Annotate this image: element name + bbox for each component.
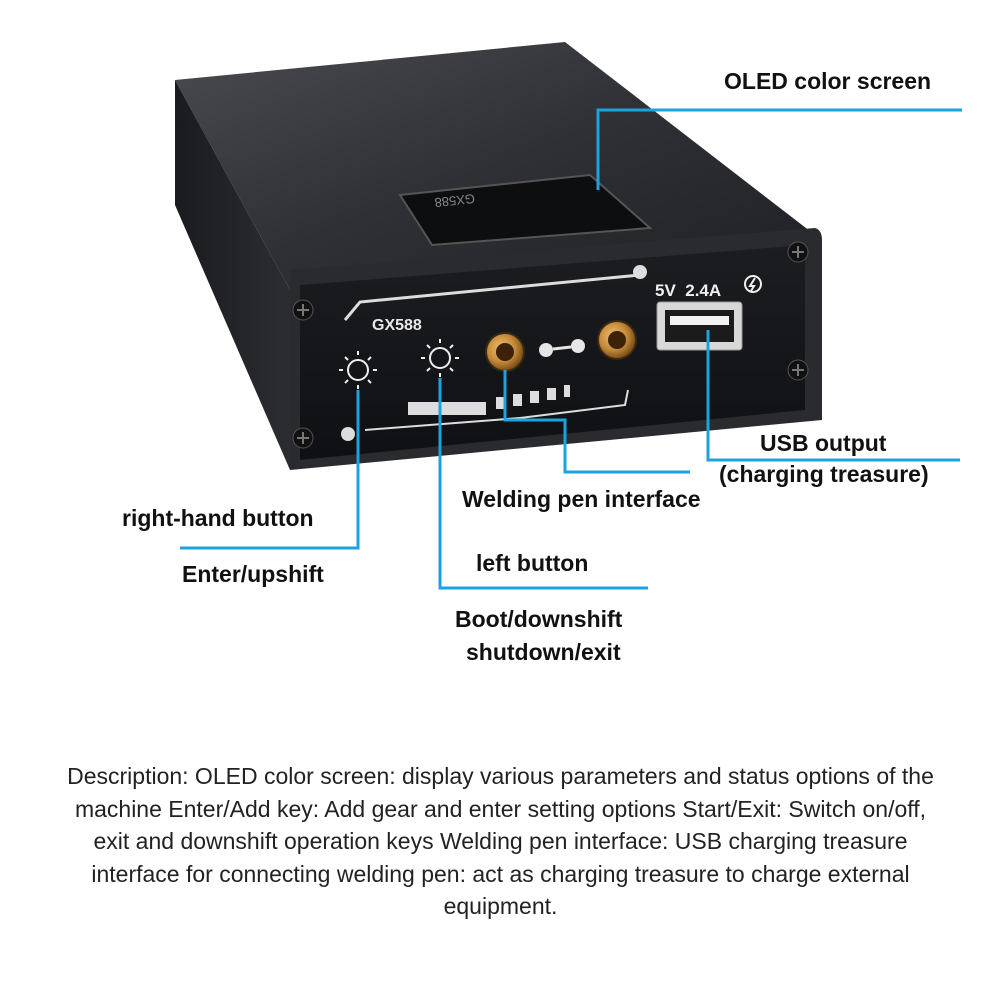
right-button-callout-label: right-hand button — [122, 505, 314, 531]
right-hand-button[interactable] — [339, 351, 377, 389]
oled-screen: GX588 — [398, 173, 653, 247]
screw-icon — [292, 241, 809, 449]
shutdown-exit-label: shutdown/exit — [466, 639, 621, 665]
enter-upshift-label: Enter/upshift — [182, 561, 324, 587]
front-decor: GX588 — [341, 265, 647, 441]
usb-callout-sublabel: (charging treasure) — [719, 461, 929, 487]
left-button-callout-label: left button — [476, 550, 589, 576]
lightning-icon — [744, 275, 762, 293]
usb-spec-text: 5V 2.4A — [655, 281, 721, 300]
front-model-text: GX588 — [372, 317, 422, 334]
left-button[interactable] — [421, 339, 459, 377]
welding-pen-callout-label: Welding pen interface — [462, 486, 701, 512]
lid-model-text: GX588 — [434, 191, 476, 210]
boot-downshift-label: Boot/downshift — [455, 606, 623, 632]
usb-port[interactable] — [656, 301, 743, 351]
usb-callout-label: USB output — [760, 430, 887, 456]
callout-lines — [180, 108, 962, 590]
oled-callout-label: OLED color screen — [724, 68, 932, 94]
description-text: Description: OLED color screen: display … — [67, 763, 934, 919]
